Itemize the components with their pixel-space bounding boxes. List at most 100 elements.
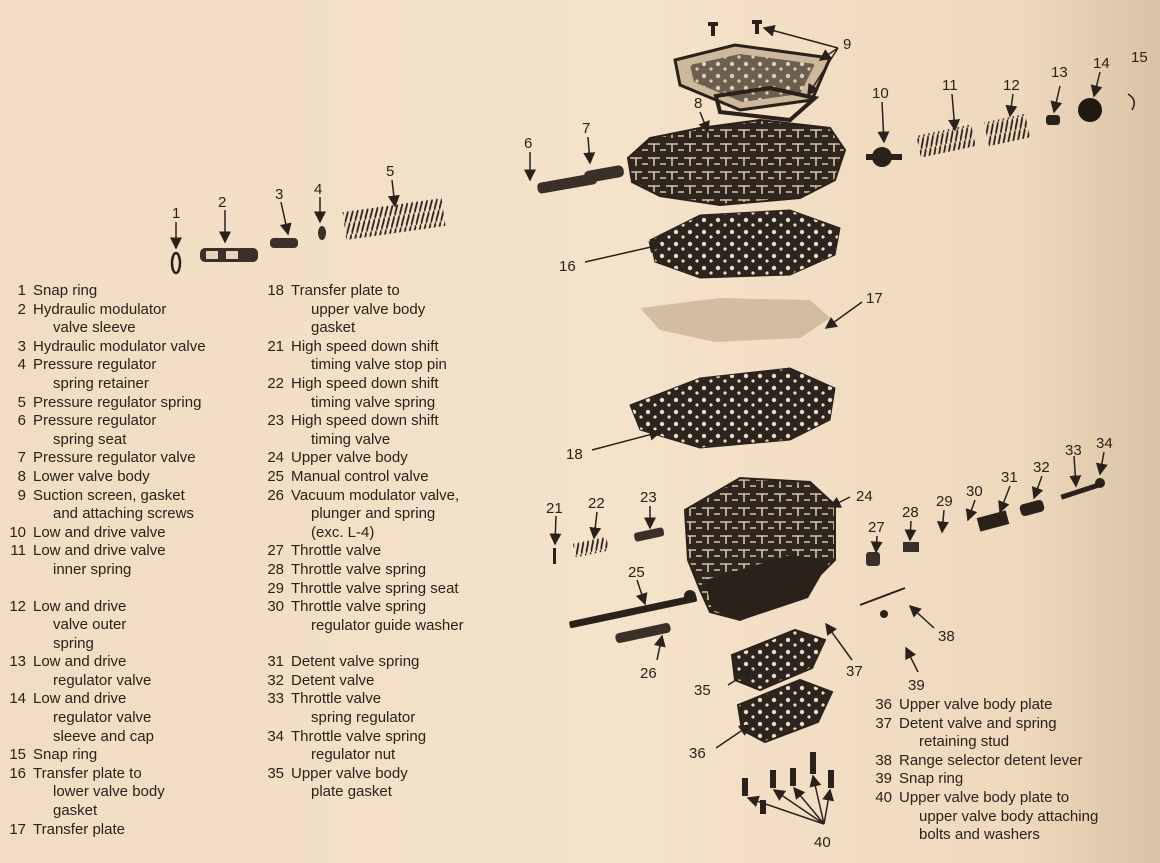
legend-item-line: valve outer (53, 616, 127, 634)
legend-item-line: Suction screen, gasket (33, 486, 185, 504)
callout-25: 25 (628, 564, 645, 581)
legend-gap (4, 580, 259, 598)
part-manual-control-valve-25 (569, 590, 698, 629)
part-snap-ring-1 (170, 251, 182, 275)
legend-item-number: 33 (267, 690, 284, 708)
legend-item-text: Range selector detent lever (899, 752, 1082, 771)
legend-item-line: gasket (311, 319, 356, 337)
callout-30: 30 (966, 483, 983, 500)
legend-item-line: regulator valve (53, 671, 152, 689)
legend-item-line: gasket (53, 802, 98, 820)
legend-item-line: Hydraulic modulator (33, 300, 167, 318)
legend-item-line: upper valve body (311, 300, 426, 318)
callout-13: 13 (1051, 64, 1068, 81)
legend-item-text: Snap ring (33, 282, 97, 301)
legend-item-number: 18 (267, 282, 284, 299)
legend-item-number: 32 (267, 671, 284, 689)
callout-29: 29 (936, 493, 953, 510)
legend-item-line: Throttle valve spring seat (291, 579, 459, 597)
legend-item-number: 2 (17, 300, 26, 318)
callout-35: 35 (694, 682, 711, 699)
callout-31: 31 (1001, 469, 1018, 486)
legend-item-number: 7 (17, 449, 26, 467)
legend-item-line: Pressure regulator (33, 356, 157, 374)
callout-22: 22 (588, 495, 605, 512)
legend-item-line: Throttle valve (291, 690, 382, 708)
part-throttle-spring-28 (903, 542, 919, 552)
part-stop-pin-21 (553, 548, 556, 564)
part-spring-retainer-4 (318, 226, 326, 240)
callout-28: 28 (902, 504, 919, 521)
callout-27: 27 (868, 519, 885, 536)
legend-item-text: Throttle valve (291, 542, 381, 561)
legend-item-line: Pressure regulator valve (33, 449, 196, 467)
legend-item-line: inner spring (53, 560, 132, 578)
legend-item-line: retaining stud (919, 733, 1010, 751)
legend-item-line: bolts and washers (919, 826, 1040, 844)
callout-24: 24 (856, 488, 873, 505)
legend-item-line: plunger and spring (311, 505, 436, 523)
callout-1: 1 (172, 205, 180, 222)
legend-item-line: Throttle valve spring (291, 598, 427, 616)
part-detent-valve-32 (1019, 499, 1045, 517)
callout-18: 18 (566, 446, 583, 463)
legend-item: 27 Throttle valve (262, 542, 522, 561)
callout-8: 8 (694, 95, 702, 112)
part-modulator-valve-3 (270, 238, 298, 248)
part-screen-gasket-9 (713, 85, 820, 123)
legend-item-text: Snap ring (899, 770, 963, 789)
callout-38: 38 (938, 628, 955, 645)
callout-11: 11 (942, 77, 958, 94)
legend-item-line: regulator guide washer (311, 616, 464, 634)
part-bolts-40 (742, 752, 834, 814)
legend-item-number: 11 (10, 542, 26, 560)
legend-item-line: Hydraulic modulator valve (33, 337, 206, 355)
legend-item-number: 17 (9, 820, 26, 838)
legend-item-number: 6 (17, 412, 26, 430)
legend-item-line: Vacuum modulator valve, (291, 486, 460, 504)
callout-37: 37 (846, 663, 863, 680)
legend-item-number: 27 (267, 542, 284, 560)
part-timing-valve-23 (634, 527, 665, 542)
legend-item-text: Upper valve body (291, 449, 408, 468)
legend-item-line: High speed down shift (291, 337, 439, 355)
legend-item-line: timing valve (311, 430, 391, 448)
legend-item-line: Pressure regulator (33, 412, 157, 430)
legend-item-line: timing valve stop pin (311, 356, 447, 374)
legend-item-line: Range selector detent lever (899, 751, 1083, 769)
part-low-drive-valve-10 (866, 147, 902, 167)
legend-item-text: Detent valve spring (291, 653, 419, 672)
callout-40: 40 (814, 834, 831, 851)
callout-17: 17 (866, 290, 883, 307)
legend-item-line: spring regulator (311, 709, 416, 727)
callout-9: 9 (843, 36, 851, 53)
legend-item-line: plate gasket (311, 783, 392, 801)
legend-item-line: Throttle valve (291, 542, 382, 560)
legend-item-line: Snap ring (33, 282, 98, 299)
legend-item-line: Low and drive valve (33, 542, 166, 560)
legend-item-text: Throttle valve spring seat (291, 580, 459, 599)
callout-39: 39 (908, 677, 925, 694)
legend-item-number: 12 (9, 597, 26, 615)
